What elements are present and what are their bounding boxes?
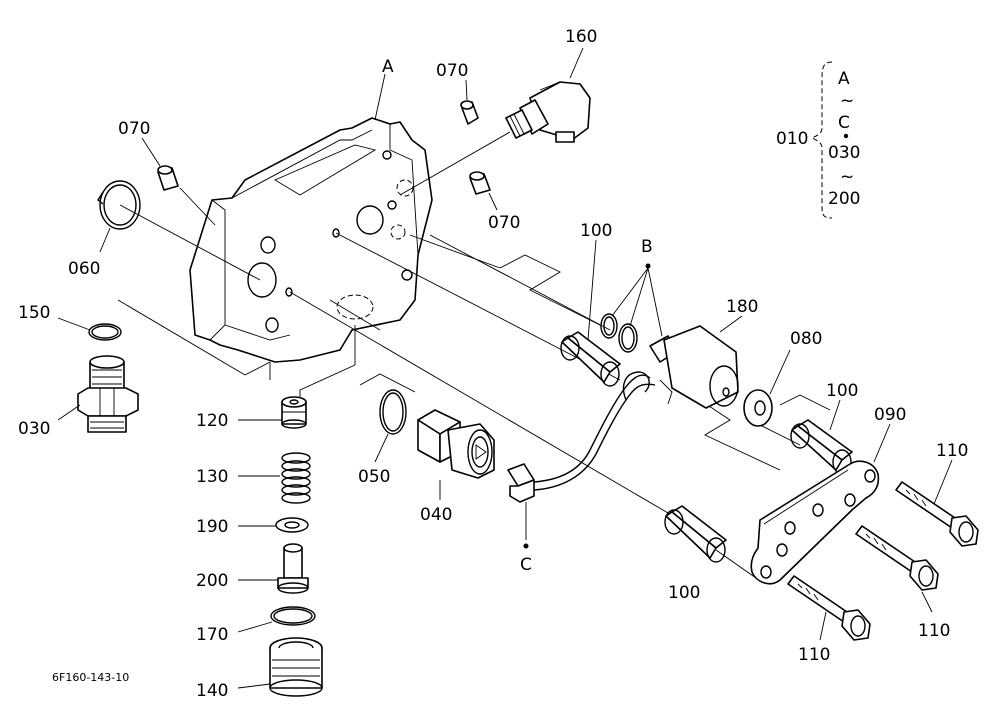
- label-080: 080: [790, 329, 822, 349]
- label-110-bottom: 110: [798, 645, 830, 665]
- diagram-code: 6F160-143-10: [52, 671, 129, 684]
- label-030: 030: [18, 419, 50, 439]
- washer-190: [238, 517, 309, 533]
- bolt-110-top: [895, 459, 979, 547]
- bracket-label-200: 200: [828, 189, 860, 209]
- label-010: 010: [776, 129, 808, 149]
- label-140: 140: [196, 681, 228, 701]
- sleeve-100-bottom: [664, 505, 757, 579]
- label-070-left: 070: [118, 119, 150, 139]
- label-050: 050: [358, 467, 390, 487]
- poppet-120: [238, 396, 307, 429]
- label-100-top: 100: [580, 221, 612, 241]
- sensor-160: [505, 47, 591, 143]
- label-100-right: 100: [826, 381, 858, 401]
- label-070-right: 070: [488, 213, 520, 233]
- leader-A: [374, 73, 386, 121]
- sleeve-100-top: [560, 239, 621, 387]
- label-040: 040: [420, 505, 452, 525]
- label-200: 200: [196, 571, 228, 591]
- label-110-middle: 110: [918, 621, 950, 641]
- bracket-010: [810, 61, 849, 219]
- label-A: A: [382, 57, 394, 77]
- label-110-top: 110: [936, 441, 968, 461]
- o-ring-150: [57, 317, 122, 341]
- label-130: 130: [196, 467, 228, 487]
- bracket-label-C: C: [838, 113, 850, 133]
- fitting-030: [57, 355, 139, 433]
- o-ring-170: [237, 606, 316, 633]
- label-C: C: [520, 555, 532, 575]
- spring-130: [238, 452, 311, 504]
- bracket-tilde-1: ~: [840, 91, 854, 111]
- solenoid-180: [649, 315, 743, 409]
- bolt-110-middle: [855, 525, 939, 613]
- label-060: 060: [68, 259, 100, 279]
- axis-lines: [117, 131, 831, 521]
- label-070-top: 070: [436, 61, 468, 81]
- plunger-200: [238, 543, 309, 594]
- label-150: 150: [18, 303, 50, 323]
- label-170: 170: [196, 625, 228, 645]
- plate-090: [750, 423, 891, 585]
- callout-labels: A 070 160 070 070 060 150 030 120 130 19…: [18, 27, 968, 701]
- label-120: 120: [196, 411, 228, 431]
- plug-070-left: [141, 137, 216, 226]
- plug-140: [237, 637, 323, 697]
- plug-070-right: [469, 171, 498, 211]
- label-190: 190: [196, 517, 228, 537]
- wire-harness: [507, 371, 656, 549]
- valve-housing: [189, 117, 433, 363]
- bracket-label-A: A: [838, 69, 850, 89]
- label-100-bottom: 100: [668, 583, 700, 603]
- label-090: 090: [874, 405, 906, 425]
- label-180: 180: [726, 297, 758, 317]
- snap-ring-060: [97, 180, 141, 253]
- plug-070-top: [460, 79, 479, 125]
- washer-080: [743, 349, 791, 427]
- o-rings-B: [600, 263, 663, 353]
- label-160: 160: [565, 27, 597, 47]
- o-ring-050: [374, 389, 407, 463]
- bolt-110-bottom: [787, 575, 871, 641]
- sleeve-100-right: [790, 399, 853, 475]
- label-B: B: [641, 237, 653, 257]
- bracket-label-030: 030: [828, 143, 860, 163]
- bracket-tilde-2: ~: [840, 167, 854, 187]
- solenoid-040: [417, 409, 495, 500]
